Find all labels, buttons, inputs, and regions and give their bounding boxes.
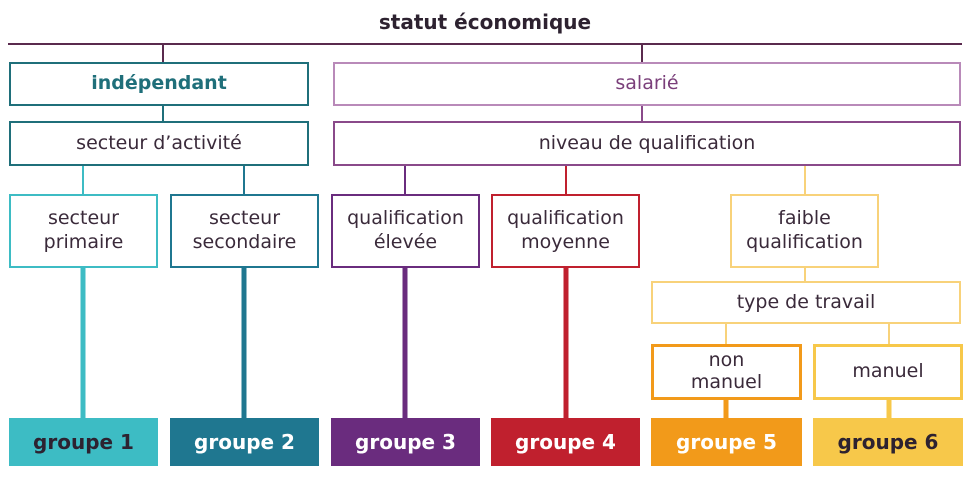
diagram-title: statut économique xyxy=(378,10,592,34)
node-faible-qualification: faible qualification xyxy=(730,194,879,268)
groupe-1: groupe 1 xyxy=(9,418,158,466)
node-secteur-secondaire: secteur secondaire xyxy=(170,194,319,268)
node-salarie: salarié xyxy=(333,62,961,106)
groupe-2: groupe 2 xyxy=(170,418,319,466)
node-manuel: manuel xyxy=(813,344,963,400)
node-non-manuel: non manuel xyxy=(651,344,802,400)
groupe-4: groupe 4 xyxy=(491,418,640,466)
node-qualification-elevee: qualification élevée xyxy=(331,194,480,268)
node-qualification-moyenne: qualification moyenne xyxy=(491,194,640,268)
node-independant: indépendant xyxy=(9,62,309,106)
groupe-5: groupe 5 xyxy=(651,418,802,466)
groupe-3: groupe 3 xyxy=(331,418,480,466)
groupe-6: groupe 6 xyxy=(813,418,963,466)
node-secteur-primaire: secteur primaire xyxy=(9,194,158,268)
node-niveau-qualification: niveau de qualification xyxy=(333,121,961,166)
node-type-de-travail: type de travail xyxy=(651,281,961,324)
node-secteur-activite: secteur d’activité xyxy=(9,121,309,166)
